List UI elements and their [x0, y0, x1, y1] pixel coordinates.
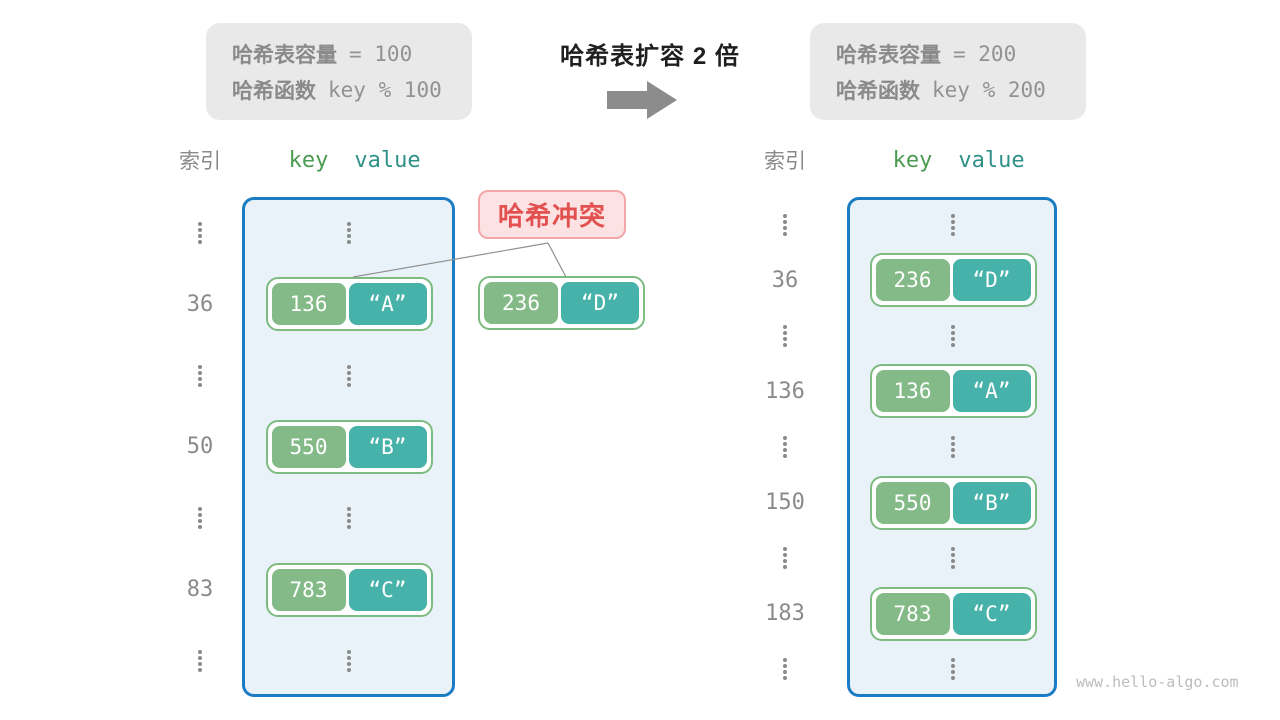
table-row	[753, 530, 1059, 586]
table-row	[753, 642, 1059, 698]
index-label: 150	[765, 490, 805, 516]
kv-pair: 550 “B”	[265, 419, 433, 474]
index-label: 136	[765, 378, 805, 404]
key-chip: 136	[271, 283, 346, 326]
ellipsis-dots	[951, 324, 955, 347]
key-chip: 136	[875, 370, 950, 413]
table-row: 150 550 “B”	[753, 475, 1059, 531]
key-chip: 550	[875, 481, 950, 524]
value-header: value	[354, 147, 421, 173]
ellipsis-dots	[783, 658, 787, 681]
ellipsis-dots	[783, 436, 787, 459]
hash-function-label: 哈希函数	[836, 80, 920, 103]
kv-pair: 136 “A”	[265, 277, 433, 332]
key-chip: 236	[875, 259, 950, 302]
ellipsis-dots	[198, 650, 202, 673]
key-header: key	[288, 147, 329, 173]
expand-arrow-icon	[607, 80, 679, 125]
ellipsis-dots	[198, 364, 202, 387]
value-chip: “A”	[348, 283, 427, 326]
value-header: value	[958, 147, 1025, 173]
collision-badge: 哈希冲突	[478, 190, 626, 239]
capacity-line: 哈希表容量 = 200	[836, 36, 1086, 72]
index-label: 50	[186, 434, 214, 460]
value-chip: “D”	[952, 259, 1031, 302]
ellipsis-dots	[951, 658, 955, 681]
table-row: 36 236 “D”	[753, 253, 1059, 309]
hash-function-line: 哈希函数 key % 100	[232, 72, 472, 108]
colliding-kv-pair: 236 “D”	[478, 276, 645, 330]
value-chip: “B”	[952, 481, 1031, 524]
table-row: 50 550 “B”	[168, 411, 456, 482]
capacity-line: 哈希表容量 = 100	[232, 36, 472, 72]
table-row	[753, 197, 1059, 253]
ellipsis-dots	[783, 547, 787, 570]
hash-function-label: 哈希函数	[232, 80, 316, 103]
capacity-value: = 200	[953, 42, 1017, 66]
value-chip: “A”	[952, 370, 1031, 413]
index-header: 索引	[179, 150, 221, 173]
watermark: www.hello-algo.com	[1076, 673, 1239, 691]
key-chip: 783	[271, 568, 346, 611]
table-header: 索引 key value	[753, 140, 1059, 180]
index-header: 索引	[764, 150, 806, 173]
kv-pair: 136 “A”	[869, 364, 1037, 419]
kv-pair: 236 “D”	[869, 253, 1037, 308]
value-chip: “C”	[952, 592, 1031, 635]
table-row	[753, 308, 1059, 364]
table-row: 36 136 “A”	[168, 268, 456, 339]
key-chip: 783	[875, 592, 950, 635]
table-row	[168, 197, 456, 268]
expand-title: 哈希表扩容 2 倍	[560, 43, 740, 70]
ellipsis-dots	[347, 364, 351, 387]
index-label: 183	[765, 601, 805, 627]
index-label: 83	[186, 577, 214, 603]
ellipsis-dots	[783, 324, 787, 347]
index-label: 36	[186, 291, 214, 317]
table-row: 183 783 “C”	[753, 586, 1059, 642]
ellipsis-dots	[347, 221, 351, 244]
table-row	[168, 626, 456, 697]
ellipsis-dots	[347, 650, 351, 673]
ellipsis-dots	[951, 213, 955, 236]
ellipsis-dots	[198, 507, 202, 530]
hash-table-after: 索引 key value 36 236	[753, 140, 1059, 700]
table-row	[168, 483, 456, 554]
capacity-label: 哈希表容量	[836, 44, 941, 67]
kv-pair: 783 “C”	[265, 562, 433, 617]
capacity-panel-after: 哈希表容量 = 200 哈希函数 key % 200	[810, 23, 1086, 120]
table-row: 136 136 “A”	[753, 364, 1059, 420]
table-row	[168, 340, 456, 411]
ellipsis-dots	[951, 547, 955, 570]
capacity-label: 哈希表容量	[232, 44, 337, 67]
ellipsis-dots	[347, 507, 351, 530]
value-chip: “B”	[348, 425, 427, 468]
key-chip: 236	[484, 282, 558, 324]
kv-pair: 550 “B”	[869, 475, 1037, 530]
ellipsis-dots	[783, 213, 787, 236]
hash-function-line: 哈希函数 key % 200	[836, 72, 1086, 108]
value-chip: “D”	[561, 282, 639, 324]
table-header: 索引 key value	[168, 140, 456, 180]
value-chip: “C”	[348, 568, 427, 611]
hash-function-value: key % 100	[328, 78, 442, 102]
capacity-panel-before: 哈希表容量 = 100 哈希函数 key % 100	[206, 23, 472, 120]
key-chip: 550	[271, 425, 346, 468]
hash-table-before: 索引 key value 36 136	[168, 140, 456, 700]
kv-pair: 783 “C”	[869, 586, 1037, 641]
index-label: 36	[771, 267, 799, 293]
ellipsis-dots	[951, 436, 955, 459]
hash-function-value: key % 200	[932, 78, 1046, 102]
key-header: key	[892, 147, 933, 173]
table-row	[753, 419, 1059, 475]
ellipsis-dots	[198, 221, 202, 244]
capacity-value: = 100	[349, 42, 413, 66]
kv-pair: 236 “D”	[478, 276, 645, 330]
table-row: 83 783 “C”	[168, 554, 456, 625]
